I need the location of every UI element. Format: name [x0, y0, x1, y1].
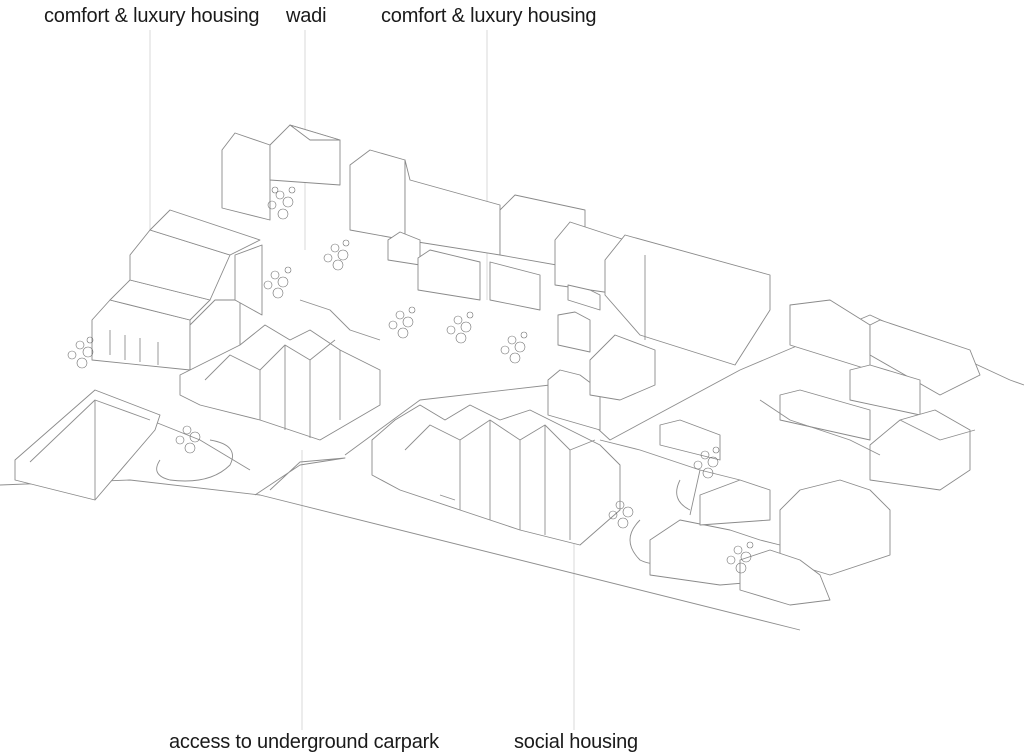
- label-comfort-luxury-housing-right: comfort & luxury housing: [381, 5, 597, 27]
- buildings-front-block: [371, 404, 621, 546]
- tree-6: [446, 311, 474, 344]
- buildings-right-side: [547, 299, 981, 606]
- tree-9: [693, 446, 720, 479]
- building-left-front: [14, 389, 161, 501]
- label-social-housing: social housing: [514, 731, 638, 753]
- buildings-left-terrace: [91, 209, 263, 371]
- label-access-underground-carpark: access to underground carpark: [169, 731, 439, 753]
- tree-4: [67, 336, 94, 369]
- tree-11: [726, 541, 754, 574]
- tree-3: [263, 266, 292, 299]
- label-wadi: wadi: [286, 5, 327, 27]
- buildings-back-row: [221, 124, 771, 366]
- tree-2: [323, 239, 350, 271]
- buildings-central-block: [179, 324, 381, 441]
- trees: [67, 186, 754, 574]
- tree-1: [267, 186, 296, 220]
- leader-lines: [149, 30, 575, 730]
- tree-8: [175, 425, 201, 454]
- tree-10: [608, 500, 634, 529]
- label-comfort-luxury-housing-left: comfort & luxury housing: [44, 5, 260, 27]
- tree-5: [388, 306, 416, 339]
- tree-7: [500, 331, 528, 364]
